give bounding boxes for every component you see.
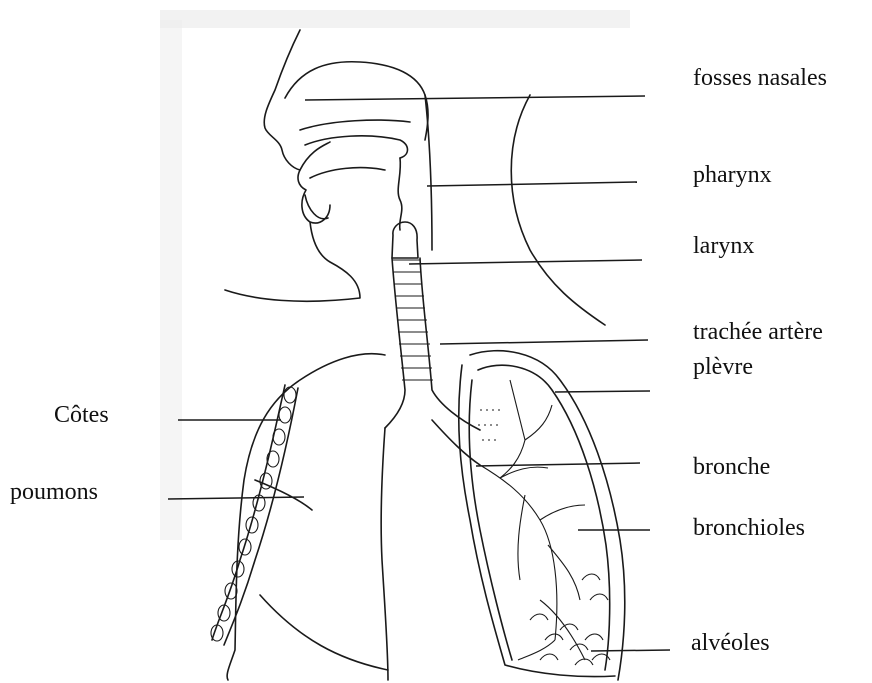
label-bronche: bronche [693,455,770,479]
label-cotes: Côtes [54,403,109,427]
trachea [385,222,480,430]
label-alveoles: alvéoles [691,631,770,655]
label-bronchioles: bronchioles [693,516,805,540]
label-plevre: plèvre [693,355,753,379]
label-fosses-nasales: fosses nasales [693,66,827,90]
leader-lines [168,96,670,651]
label-trachee-artere: trachée artère [693,320,823,344]
label-pharynx: pharynx [693,163,772,187]
right-lung [459,351,625,680]
label-poumons: poumons [10,480,98,504]
label-larynx: larynx [693,234,754,258]
head-outline [225,30,605,325]
ribs [211,385,298,645]
